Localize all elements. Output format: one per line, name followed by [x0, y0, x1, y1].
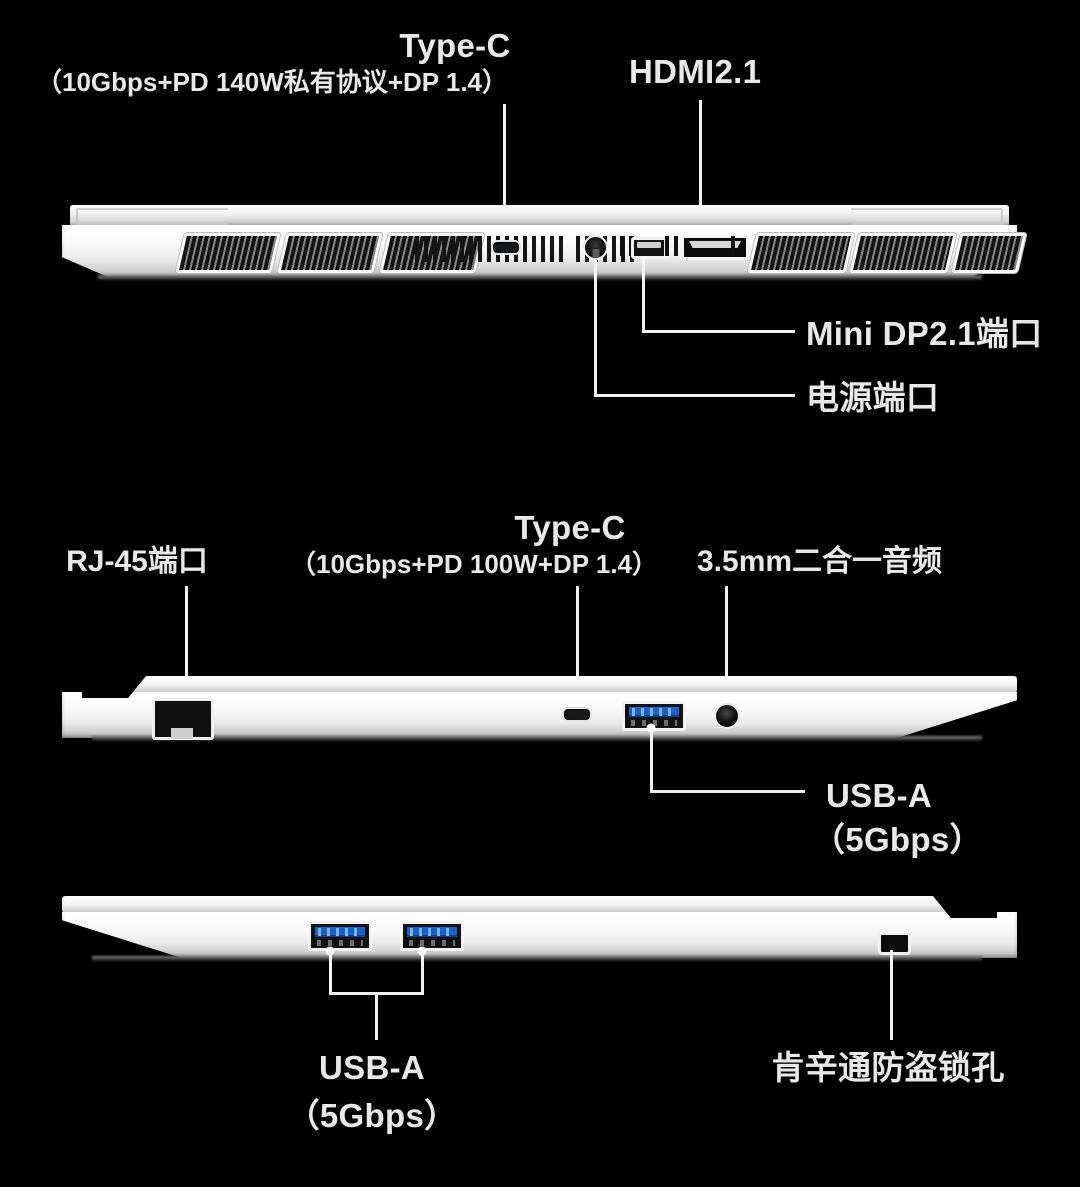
laptop-rear-view [62, 205, 1027, 285]
label-mini-dp: Mini DP2.1端口 [806, 315, 1043, 352]
leader-power-v [594, 258, 597, 396]
label-usb-a-side-spec: （5Gbps） [812, 821, 983, 858]
usb-a-contacts [631, 720, 677, 726]
exhaust-vent-right-2 [849, 233, 957, 273]
vent-slits-center-left [415, 236, 565, 262]
label-usb-a-bottom-title: USB-A [319, 1049, 425, 1086]
laptop-right-side-view [62, 896, 1017, 962]
leader-kensington [890, 950, 893, 1040]
hinge-notch-left [82, 676, 146, 698]
usb-a-contacts [409, 940, 455, 946]
laptop-lid-rear [70, 205, 1009, 226]
leader-usb-a-bottom-v2 [421, 951, 424, 995]
label-type-c-rear-spec: （10Gbps+PD 140W私有协议+DP 1.4） [35, 67, 509, 97]
drop-shadow-side-bottom [92, 956, 982, 962]
leader-usb-a-bottom-v1 [329, 951, 332, 995]
mini-dp-port[interactable] [631, 237, 667, 259]
rj45-port[interactable] [152, 698, 214, 740]
exhaust-vent-left-2 [277, 233, 383, 273]
leader-usb-a-side-h [650, 790, 805, 793]
usb-a-port-bottom-2[interactable] [400, 921, 464, 951]
label-type-c-side-title: Type-C [514, 509, 626, 546]
laptop-lid-side [96, 676, 1017, 693]
hdmi-port[interactable] [681, 235, 749, 260]
vent-tick-4 [674, 236, 678, 256]
leader-rj45 [185, 586, 188, 694]
exhaust-vent-right-3 [951, 233, 1027, 273]
type-c-port-rear[interactable] [491, 240, 521, 255]
vent-tick-3 [665, 236, 669, 256]
drop-shadow-side [92, 736, 982, 742]
label-kensington: 肯辛通防盗锁孔 [771, 1049, 1005, 1086]
exhaust-vent-left-1 [175, 233, 281, 273]
label-type-c-rear-title: Type-C [399, 27, 511, 64]
vent-tick-5 [731, 236, 735, 256]
power-port[interactable] [583, 235, 608, 260]
vent-tick-1 [620, 236, 624, 256]
label-rj45: RJ-45端口 [66, 545, 208, 578]
kensington-lock-slot[interactable] [878, 932, 911, 955]
drop-shadow-rear [98, 275, 982, 281]
label-usb-a-side-title: USB-A [826, 777, 932, 814]
leader-usb-a-side-v [650, 728, 653, 792]
label-hdmi: HDMI2.1 [629, 53, 762, 90]
label-usb-a-bottom-spec: （5Gbps） [286, 1097, 458, 1134]
usb-a-contacts [317, 940, 363, 946]
audio-jack[interactable] [714, 703, 740, 729]
leader-hdmi [699, 100, 702, 235]
laptop-base-side-bottom [62, 912, 1017, 958]
label-audio: 3.5mm二合一音频 [697, 545, 943, 578]
leader-type-c-rear [503, 104, 506, 235]
type-c-port-side[interactable] [562, 707, 592, 722]
usb-a-blue-insert [629, 707, 679, 717]
hinge-notch-right [933, 896, 997, 918]
usb-a-port-bottom-1[interactable] [308, 921, 372, 951]
laptop-lid-side-bottom [62, 896, 983, 913]
leader-usb-a-bottom-stem [375, 992, 378, 1040]
leader-power-h [594, 394, 795, 397]
laptop-lid-rear-right-edge [70, 205, 1009, 226]
usb-a-blue-insert [315, 927, 365, 937]
leader-type-c-side [576, 586, 579, 698]
label-type-c-side-spec: （10Gbps+PD 100W+DP 1.4） [289, 549, 659, 579]
label-power-port: 电源端口 [806, 379, 940, 416]
leader-mini-dp-v [642, 258, 645, 332]
leader-audio [725, 586, 728, 698]
usb-a-blue-insert [407, 927, 457, 937]
exhaust-vent-right-1 [747, 233, 855, 273]
laptop-left-side-view [62, 676, 1017, 742]
laptop-base-side [62, 692, 1017, 738]
leader-mini-dp-h [642, 330, 795, 333]
